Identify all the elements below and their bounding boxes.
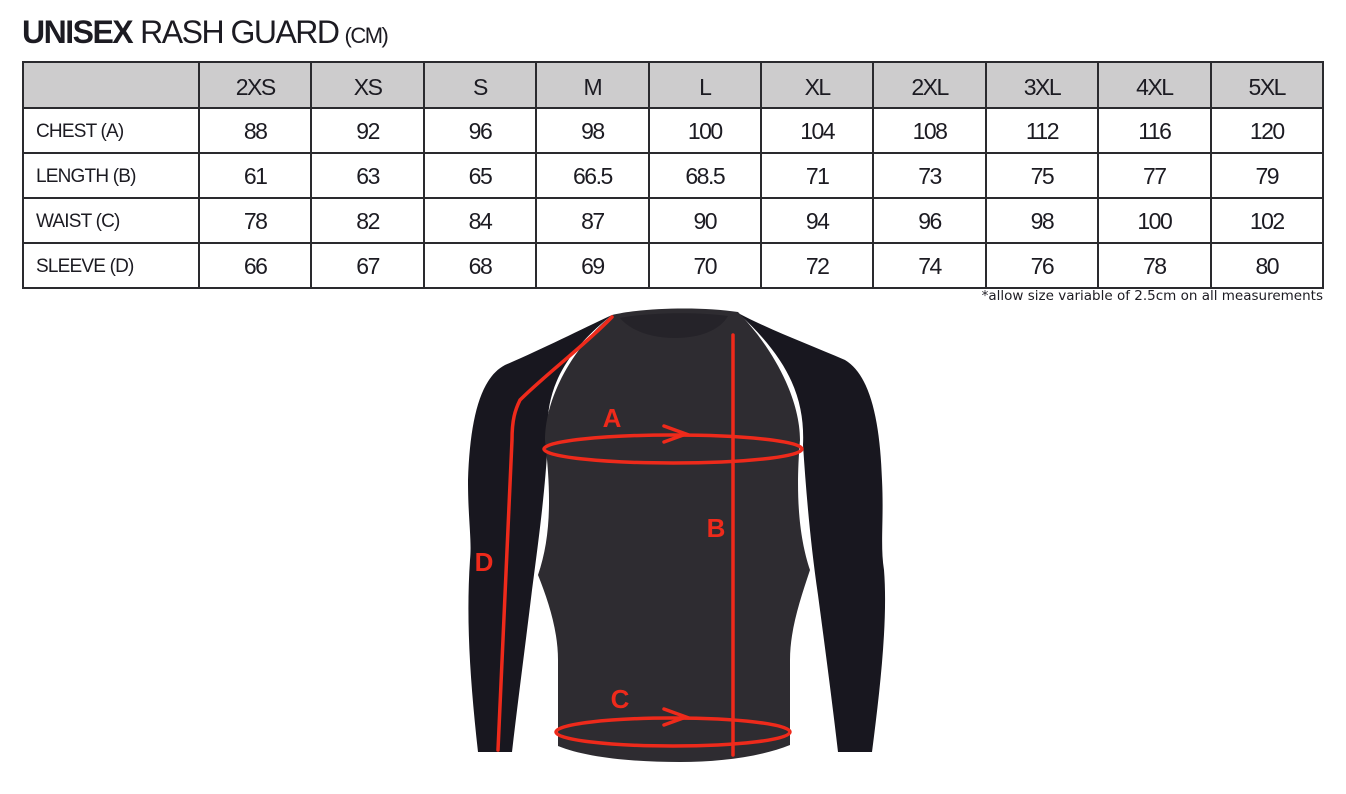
size-header: XL bbox=[759, 61, 875, 109]
table-cell: 63 bbox=[310, 152, 425, 199]
table-cell: 96 bbox=[872, 197, 987, 244]
row-label: LENGTH (B) bbox=[22, 152, 200, 199]
table-cell: 69 bbox=[535, 242, 650, 289]
table-cell: 82 bbox=[310, 197, 425, 244]
table-cell: 98 bbox=[984, 197, 1100, 244]
table-cell: 116 bbox=[1097, 107, 1212, 154]
table-cell: 96 bbox=[422, 107, 538, 154]
corner-cell bbox=[22, 61, 200, 109]
table-cell: 87 bbox=[535, 197, 650, 244]
table-cell: 100 bbox=[1097, 197, 1212, 244]
size-header: 3XL bbox=[984, 61, 1100, 109]
table-cell: 71 bbox=[759, 152, 875, 199]
table-cell: 102 bbox=[1209, 197, 1325, 244]
torso-shape bbox=[538, 308, 810, 762]
table-cell: 68.5 bbox=[647, 152, 762, 199]
chest-measure-ellipse bbox=[542, 433, 804, 465]
table-cell: 80 bbox=[1209, 242, 1325, 289]
waist-arrow bbox=[662, 707, 692, 727]
table-row-length: LENGTH (B) 61 63 65 66.5 68.5 71 73 75 7… bbox=[22, 152, 1325, 199]
table-cell: 84 bbox=[422, 197, 538, 244]
table-cell: 73 bbox=[872, 152, 987, 199]
size-header: M bbox=[535, 61, 650, 109]
title-unit: (CM) bbox=[344, 23, 389, 48]
table-row-waist: WAIST (C) 78 82 84 87 90 94 96 98 100 10… bbox=[22, 197, 1325, 244]
table-cell: 70 bbox=[647, 242, 762, 289]
size-header: XS bbox=[310, 61, 425, 109]
tolerance-note: *allow size variable of 2.5cm on all mea… bbox=[981, 288, 1323, 304]
table-row-chest: CHEST (A) 88 92 96 98 100 104 108 112 11… bbox=[22, 107, 1325, 154]
title-bold: UNISEX bbox=[22, 14, 134, 50]
table-cell: 98 bbox=[535, 107, 650, 154]
page-title: UNISEX RASH GUARD (CM) bbox=[22, 14, 389, 54]
table-cell: 77 bbox=[1097, 152, 1212, 199]
size-header: 5XL bbox=[1209, 61, 1325, 109]
title-regular: RASH GUARD bbox=[140, 14, 340, 50]
table-cell: 66.5 bbox=[535, 152, 650, 199]
table-cell: 100 bbox=[647, 107, 762, 154]
table-cell: 79 bbox=[1209, 152, 1325, 199]
measurement-labels: A B C D bbox=[475, 403, 726, 714]
table-cell: 94 bbox=[759, 197, 875, 244]
label-c: C bbox=[611, 684, 630, 714]
table-cell: 66 bbox=[197, 242, 313, 289]
label-b: B bbox=[707, 513, 726, 543]
size-header: 4XL bbox=[1097, 61, 1212, 109]
table-cell: 90 bbox=[647, 197, 762, 244]
table-cell: 72 bbox=[759, 242, 875, 289]
table-cell: 88 bbox=[197, 107, 313, 154]
size-chart-table: 2XS XS S M L XL 2XL 3XL 4XL 5XL CHEST (A… bbox=[22, 61, 1325, 289]
table-cell: 112 bbox=[984, 107, 1100, 154]
sleeve-measure-line bbox=[496, 315, 614, 752]
size-header: 2XL bbox=[872, 61, 987, 109]
table-cell: 108 bbox=[872, 107, 987, 154]
collar-shape bbox=[620, 313, 728, 338]
table-cell: 68 bbox=[422, 242, 538, 289]
size-header: 2XS bbox=[197, 61, 313, 109]
label-a: A bbox=[603, 403, 622, 433]
table-cell: 76 bbox=[984, 242, 1100, 289]
size-header: S bbox=[422, 61, 538, 109]
size-header: L bbox=[647, 61, 762, 109]
chest-arrow bbox=[662, 424, 692, 444]
row-label: SLEEVE (D) bbox=[22, 242, 200, 289]
table-cell: 61 bbox=[197, 152, 313, 199]
row-label: WAIST (C) bbox=[22, 197, 200, 244]
row-label: CHEST (A) bbox=[22, 107, 200, 154]
table-cell: 65 bbox=[422, 152, 538, 199]
waist-measure-ellipse bbox=[554, 716, 792, 748]
table-row-sleeve: SLEEVE (D) 66 67 68 69 70 72 74 76 78 80 bbox=[22, 242, 1325, 289]
header-row: 2XS XS S M L XL 2XL 3XL 4XL 5XL bbox=[22, 61, 1325, 109]
table-cell: 78 bbox=[197, 197, 313, 244]
table-cell: 120 bbox=[1209, 107, 1325, 154]
table-cell: 75 bbox=[984, 152, 1100, 199]
label-d: D bbox=[475, 547, 494, 577]
measurement-lines bbox=[496, 315, 804, 757]
table-cell: 78 bbox=[1097, 242, 1212, 289]
table-cell: 92 bbox=[310, 107, 425, 154]
table-cell: 74 bbox=[872, 242, 987, 289]
table-cell: 67 bbox=[310, 242, 425, 289]
table-cell: 104 bbox=[759, 107, 875, 154]
rash-guard-diagram: A B C D bbox=[468, 308, 886, 762]
